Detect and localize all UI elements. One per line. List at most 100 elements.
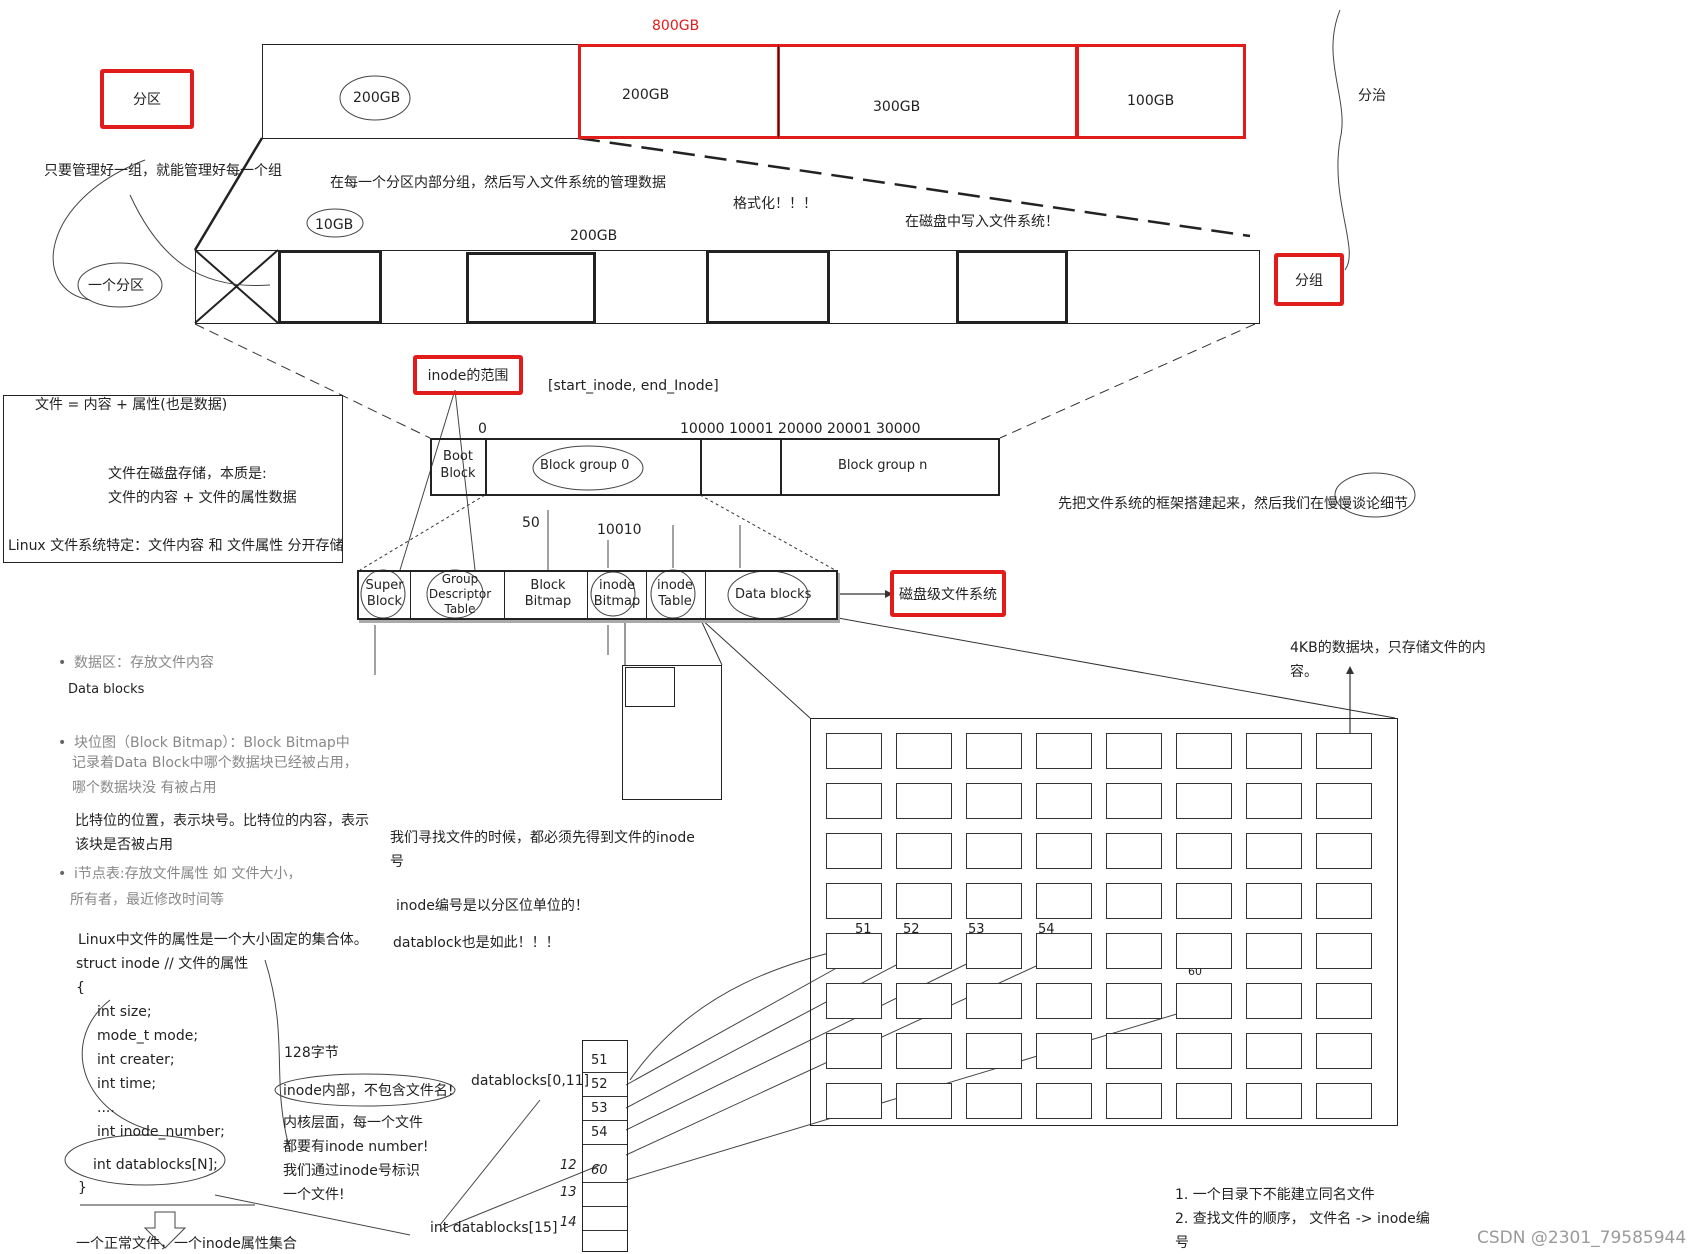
data-block-cell — [1246, 833, 1302, 869]
manage-group-note: 只要管理好一组，就能管理好每一个组 — [44, 163, 282, 179]
array-cell: 53 — [583, 1097, 627, 1121]
kernel-note-1: 内核层面，每一个文件 — [283, 1115, 423, 1131]
data-block-cell — [1036, 833, 1092, 869]
data-block-cell — [1176, 883, 1232, 919]
data-block-cell — [1246, 933, 1302, 969]
bitmap-note-1: 块位图（Block Bitmap）：Block Bitmap中 — [58, 735, 350, 753]
data-block-cell — [1106, 733, 1162, 769]
group-cell-2 — [466, 252, 596, 324]
block-bitmap-label: Block Bitmap — [524, 578, 572, 609]
group-in-partition-note: 在每一个分区内部分组，然后写入文件系统的管理数据 — [330, 175, 666, 191]
find-inode-note: 我们寻找文件的时候，都必须先得到文件的inode — [390, 830, 695, 846]
data-block-cell — [826, 1033, 882, 1069]
n10010-label: 10010 — [597, 522, 642, 538]
grouping-label: 分组 — [1274, 253, 1344, 306]
field-mode: mode_t mode; — [97, 1028, 199, 1044]
data-block-cell — [966, 783, 1022, 819]
inode-bitmap-cell — [587, 570, 647, 620]
gdt-label: Group Descriptor Table — [428, 572, 492, 616]
brace-open: { — [76, 980, 85, 996]
seg-label-1: 200GB — [353, 90, 401, 106]
data-block-cell — [1316, 733, 1372, 769]
data-block-cell — [966, 833, 1022, 869]
data-block-cell — [826, 883, 882, 919]
data-block-cell — [1316, 833, 1372, 869]
data-block-cell — [966, 883, 1022, 919]
super-block-label: Super Block — [365, 578, 404, 609]
data-block-cell — [1176, 833, 1232, 869]
array-side-13: 13 — [560, 1185, 577, 1200]
data-block-cell — [1106, 983, 1162, 1019]
format-note: 格式化！！！ — [733, 196, 817, 212]
data-block-cell — [1176, 1033, 1232, 1069]
file-equation: 文件 = 内容 + 属性(也是数据) — [35, 397, 228, 413]
field-size: int size; — [97, 1004, 152, 1020]
data-area-note: 数据区：存放文件内容 — [58, 655, 214, 673]
datablocks-array-label: datablocks[0,11] — [471, 1073, 590, 1089]
data-block-cell — [896, 883, 952, 919]
bitmap-note-2: 记录着Data Block中哪个数据块已经被占用， — [72, 755, 358, 771]
data-block-cell — [826, 933, 882, 969]
four-kb-note: 4KB的数据块，只存储文件的内 — [1290, 640, 1486, 656]
data-block-cell — [966, 1083, 1022, 1119]
inode-unit-note: inode编号是以分区位单位的！ — [396, 898, 589, 914]
boot-block-label: Boot Block — [440, 449, 476, 481]
range-zero: 0 — [478, 421, 487, 437]
array-cell: 60 — [583, 1159, 627, 1183]
data-block-cell — [1316, 1083, 1372, 1119]
rule-2b: 号 — [1175, 1235, 1189, 1251]
divide-conquer-label: 分治 — [1358, 88, 1386, 104]
array-cell-empty — [583, 1207, 627, 1231]
field-creater: int creater; — [97, 1052, 175, 1068]
data-block-cell — [1036, 783, 1092, 819]
block-group-n-label: Block group n — [838, 458, 928, 473]
find-inode-note-2: 号 — [390, 854, 404, 870]
data-block-cell — [826, 783, 882, 819]
kernel-note-3: 我们通过inode号标识 — [283, 1163, 420, 1179]
total-size-label: 800GB — [652, 18, 700, 34]
array-side-12: 12 — [560, 1158, 577, 1173]
data-block-cell — [896, 783, 952, 819]
inode-table-label: inode Table — [656, 578, 694, 609]
partition-segment-4 — [1076, 44, 1246, 139]
no-filename-note: inode内部，不包含文件名! — [283, 1083, 454, 1099]
data-block-cell — [1246, 983, 1302, 1019]
disk-fs-label: 磁盘级文件系统 — [890, 570, 1006, 617]
seg-label-4: 100GB — [1127, 93, 1175, 109]
data-block-cell — [896, 1033, 952, 1069]
rule-2: 2. 查找文件的顺序， 文件名 -> inode编 — [1175, 1211, 1430, 1227]
write-fs-note: 在磁盘中写入文件系统！ — [905, 214, 1059, 230]
data-block-cell — [896, 933, 952, 969]
field-datablocks: int datablocks[N]; — [93, 1157, 218, 1173]
data-block-cell — [896, 983, 952, 1019]
array-side-14: 14 — [560, 1215, 577, 1230]
start-end-inode: [start_inode, end_Inode] — [548, 378, 719, 394]
data-block-cell — [1316, 983, 1372, 1019]
partition-label: 分区 — [100, 69, 194, 129]
datablock-grid — [810, 718, 1398, 1126]
data-blocks-note: Data blocks — [68, 682, 145, 697]
data-block-cell — [1036, 733, 1092, 769]
data-block-cell — [826, 733, 882, 769]
data-block-cell — [1036, 933, 1092, 969]
size-10gb: 10GB — [315, 217, 354, 233]
datablock-too-note: datablock也是如此！！！ — [393, 935, 560, 951]
datablocks-array: 51 52 53 54 60 — [582, 1040, 628, 1252]
data-block-cell — [1176, 1083, 1232, 1119]
inode-ranges: 10000 10001 20000 20001 30000 — [680, 421, 921, 437]
data-block-cell — [1176, 733, 1232, 769]
field-time: int time; — [97, 1076, 157, 1092]
data-block-cell — [1316, 783, 1372, 819]
data-block-cell — [1316, 1033, 1372, 1069]
data-block-cell — [1246, 783, 1302, 819]
data-block-cell — [1176, 983, 1232, 1019]
file-storage-note: 文件在磁盘存储，本质是: — [108, 466, 267, 482]
data-block-cell — [1036, 983, 1092, 1019]
framework-note: 先把文件系统的框架搭建起来，然后我们在慢慢谈论细节 — [1058, 496, 1408, 512]
data-block-cell — [1106, 1083, 1162, 1119]
csdn-watermark: CSDN @2301_79585944 — [1477, 1228, 1687, 1248]
kernel-note-2: 都要有inode number! — [283, 1139, 429, 1155]
array-cell: 54 — [583, 1121, 627, 1145]
block-group-gap — [700, 438, 782, 496]
